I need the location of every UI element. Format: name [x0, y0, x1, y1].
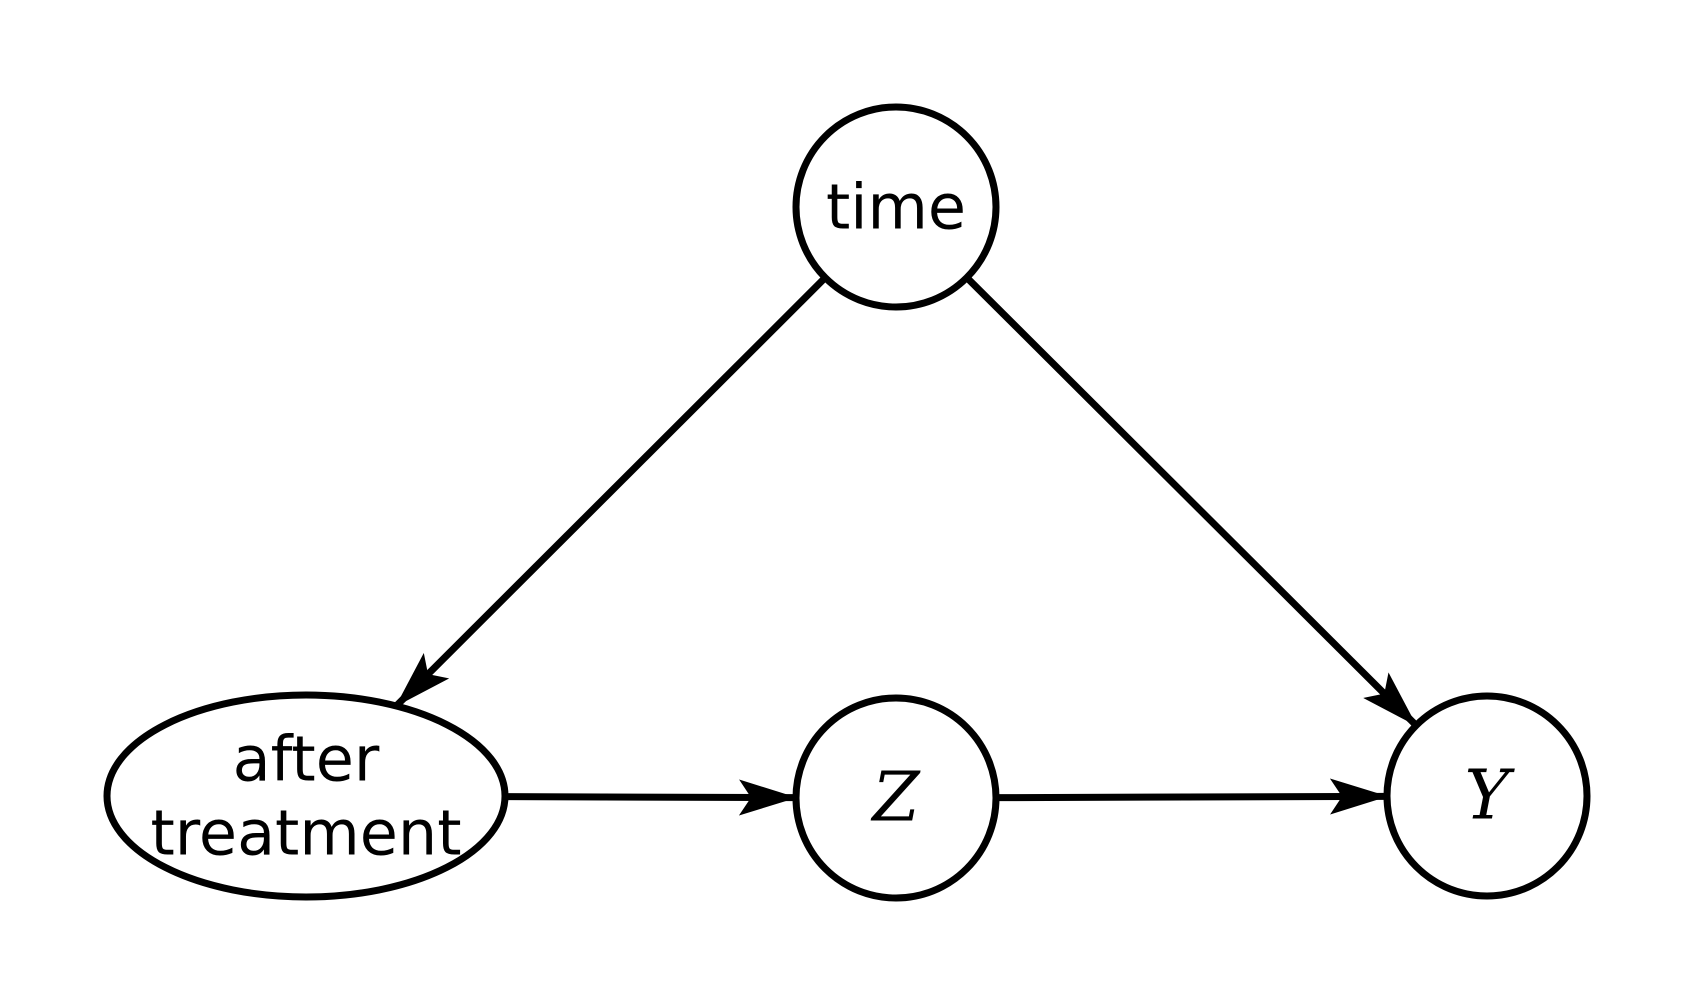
- edge-after-treatment-to-Z: [504, 779, 798, 816]
- node-after-treatment-label-line-1: after: [233, 723, 380, 796]
- edge-time-to-after-treatment: [393, 275, 828, 709]
- edge-time-to-Y: [964, 275, 1419, 728]
- node-Y-label: Y: [1465, 757, 1516, 836]
- edge-Z-to-Y: [995, 778, 1389, 815]
- node-Z-label: Z: [870, 759, 921, 838]
- node-after-treatment-label-line-2: treatment: [150, 797, 461, 870]
- node-time: [792, 103, 1000, 311]
- node-time-label: time: [826, 171, 966, 244]
